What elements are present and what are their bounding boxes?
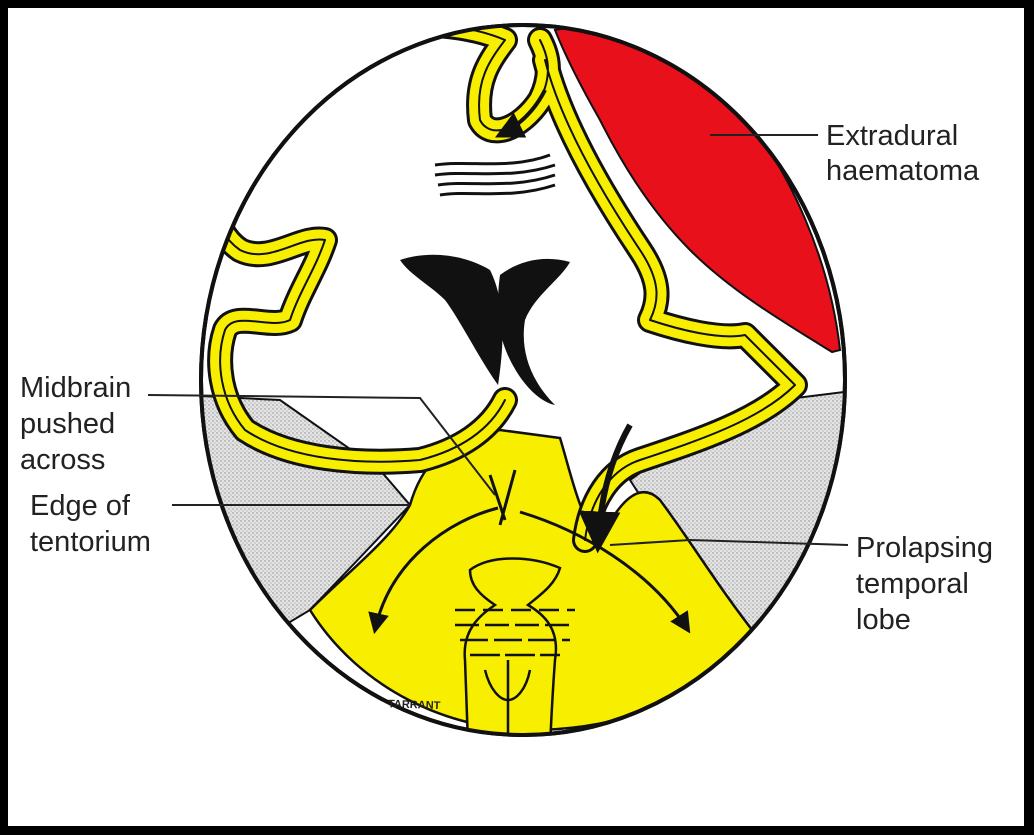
svg-text:across: across bbox=[20, 444, 105, 476]
svg-text:Edge of: Edge of bbox=[30, 490, 131, 522]
label-midbrain-pushed-across: Midbrain pushed across bbox=[20, 372, 131, 476]
svg-text:Prolapsing: Prolapsing bbox=[856, 532, 993, 564]
label-extradural-haematoma: Extradural haematoma bbox=[826, 120, 980, 187]
svg-text:lobe: lobe bbox=[856, 604, 911, 636]
label-prolapsing-temporal-lobe: Prolapsing temporal lobe bbox=[856, 532, 993, 636]
label-edge-of-tentorium: Edge of tentorium bbox=[30, 490, 151, 558]
svg-text:tentorium: tentorium bbox=[30, 526, 151, 558]
svg-text:temporal: temporal bbox=[856, 568, 969, 600]
svg-text:pushed: pushed bbox=[20, 408, 115, 440]
svg-text:Midbrain: Midbrain bbox=[20, 372, 131, 404]
artist-signature: TARRANT bbox=[388, 698, 441, 712]
svg-text:Extradural: Extradural bbox=[826, 120, 958, 152]
svg-text:haematoma: haematoma bbox=[826, 155, 980, 187]
